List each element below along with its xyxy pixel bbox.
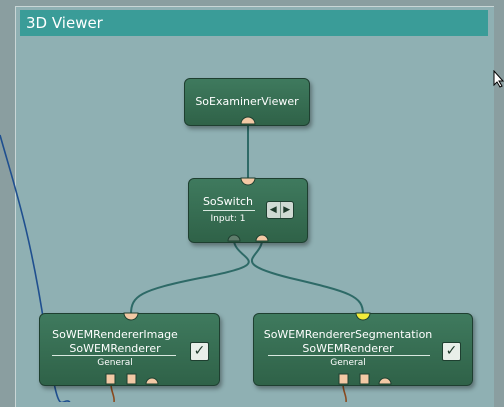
title-underline: [203, 210, 255, 211]
field-connector: [359, 373, 370, 385]
switch-input0-connector: [227, 234, 241, 242]
input-connector: [145, 377, 159, 385]
prev-input-button[interactable]: ◀: [269, 205, 277, 215]
node-sowemrenderersegmentation[interactable]: SoWEMRendererSegmentation SoWEMRenderer …: [253, 313, 473, 386]
title-underline: [52, 355, 176, 356]
field-connector: [126, 373, 137, 385]
node-status: Input: 1: [210, 214, 246, 224]
enable-checkbox[interactable]: ✓: [442, 342, 461, 361]
enable-checkbox[interactable]: ✓: [190, 342, 209, 361]
mouse-cursor-icon: [493, 70, 504, 88]
group-title[interactable]: 3D Viewer: [20, 10, 488, 36]
node-group: General: [97, 358, 133, 368]
node-title: SoWEMRendererSegmentation: [263, 328, 433, 341]
field-connector: [338, 373, 349, 385]
node-type: SoWEMRenderer: [69, 342, 161, 355]
node-title: SoExaminerViewer: [195, 95, 299, 108]
node-soswitch[interactable]: SoSwitch Input: 1 ◀ ▶: [188, 178, 308, 243]
title-underline: [268, 355, 430, 356]
node-title: SoWEMRendererImage: [52, 328, 178, 341]
field-connector: [105, 373, 116, 385]
node-group: General: [330, 358, 366, 368]
renderer-image-output-connector: [123, 312, 139, 321]
connection-switch-renderer-seg: [250, 239, 364, 315]
input-connector: [378, 377, 392, 385]
examiner-input-connector: [240, 116, 256, 125]
node-type: SoWEMRenderer: [302, 342, 394, 355]
connection-switch-renderer-image: [130, 239, 250, 315]
switch-input-stepper[interactable]: ◀ ▶: [266, 201, 294, 219]
node-title: SoSwitch: [202, 195, 254, 208]
renderer-seg-output-connector: [355, 312, 371, 321]
next-input-button[interactable]: ▶: [279, 202, 294, 218]
switch-input1-connector: [255, 234, 269, 242]
switch-output-connector: [240, 177, 256, 186]
